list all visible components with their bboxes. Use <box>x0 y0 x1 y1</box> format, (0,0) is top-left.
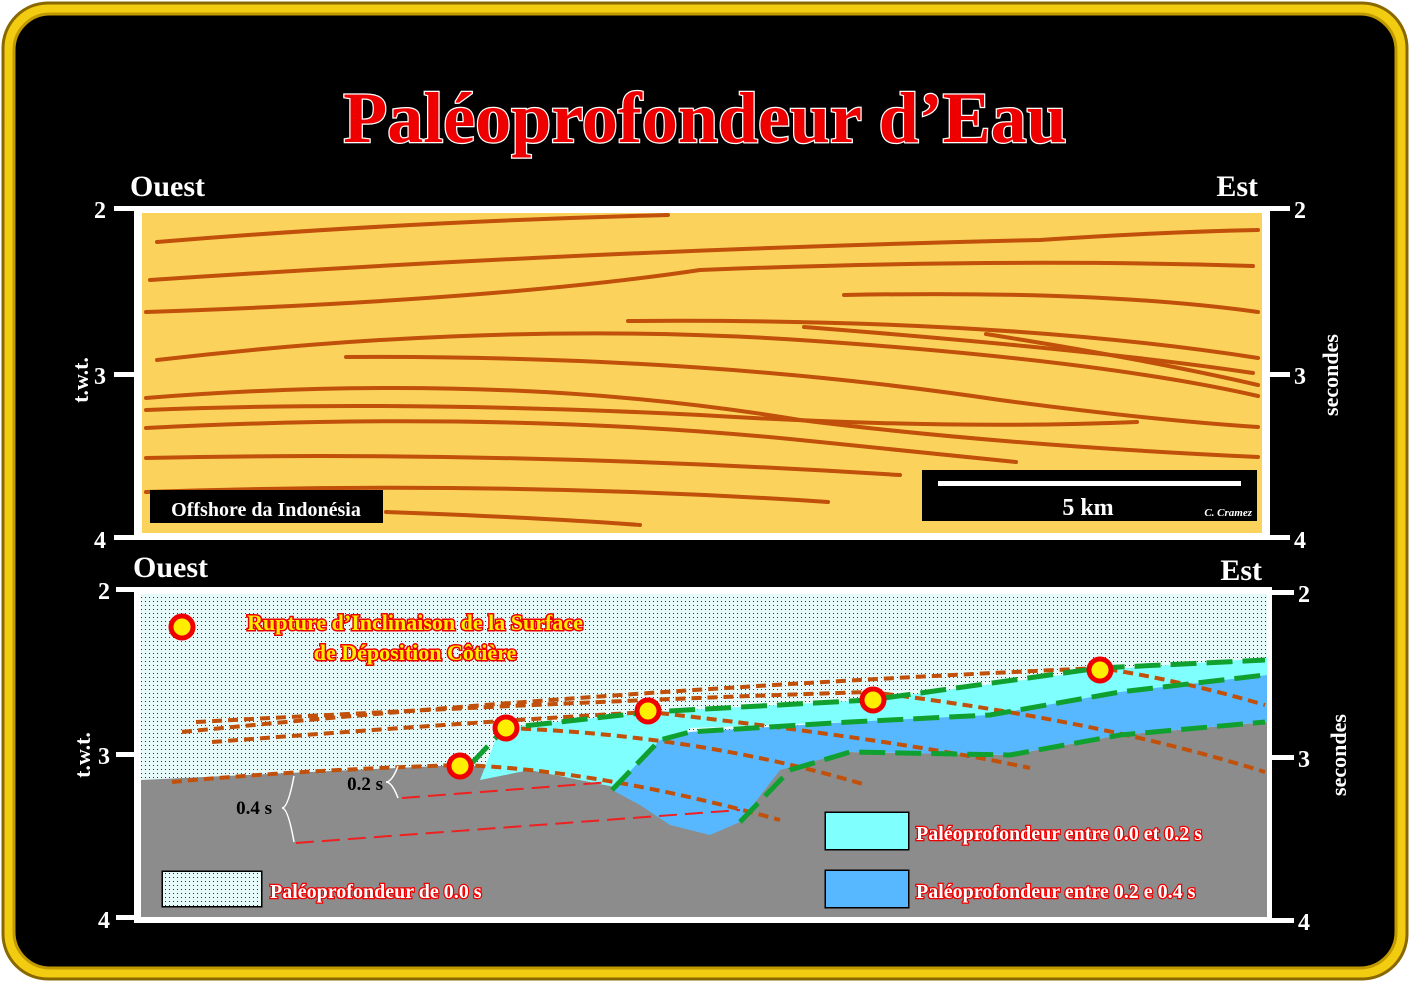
right-axis-title: secondes <box>1326 714 1351 796</box>
left-axis-title: t.w.t. <box>68 357 93 403</box>
interval-large-label: 0.4 s <box>236 798 272 819</box>
shelf-break-marker <box>492 714 520 742</box>
seismic-section: Ouest Est Offshore da Indonésia 5 km C. … <box>68 170 1343 554</box>
tick-right-3: 3 <box>1298 747 1310 773</box>
tick-left-4: 4 <box>98 908 110 934</box>
legend-1-label: Paléoprofondeur entre 0.0 et 0.2 s <box>916 823 1202 845</box>
credit: C. Cramez <box>1204 507 1252 519</box>
legend-break-marker <box>168 613 196 641</box>
west-label: Ouest <box>133 551 208 584</box>
interpretation-section: Ouest Est 0.2 s 0.4 s <box>70 551 1351 936</box>
west-label: Ouest <box>130 170 205 203</box>
location-box <box>150 490 383 523</box>
shelf-break-marker <box>859 686 887 714</box>
shelf-break-marker <box>1086 656 1114 684</box>
legend-swatch-2 <box>824 869 910 909</box>
scale-label: 5 km <box>1062 495 1113 521</box>
location-label: Offshore da Indonésia <box>171 499 361 521</box>
tick-left-4: 4 <box>94 528 106 554</box>
scale-bar <box>938 481 1241 486</box>
page-title: Paléoprofondeur d’Eau <box>343 78 1066 158</box>
tick-left-3: 3 <box>94 364 106 390</box>
left-axis-title: t.w.t. <box>70 732 95 778</box>
legend-swatch-0 <box>161 870 263 908</box>
legend-break-line1: Rupture d’Inclinaison de la Surface <box>247 610 583 635</box>
east-label: Est <box>1220 554 1262 587</box>
tick-left-2: 2 <box>94 198 106 224</box>
tick-left-2: 2 <box>98 579 110 605</box>
tick-right-2: 2 <box>1294 198 1306 224</box>
tick-right-4: 4 <box>1294 528 1306 554</box>
right-axis-title: secondes <box>1318 334 1343 416</box>
tick-right-3: 3 <box>1294 364 1306 390</box>
shelf-break-marker <box>446 752 474 780</box>
legend-break-line2: de Déposition Côtière <box>314 640 517 665</box>
interval-small-label: 0.2 s <box>347 774 383 795</box>
tick-right-2: 2 <box>1298 582 1310 608</box>
scale-box <box>922 470 1257 521</box>
tick-right-4: 4 <box>1298 910 1310 936</box>
legend-swatch-1 <box>824 811 910 851</box>
tick-left-3: 3 <box>98 744 110 770</box>
legend-2-label: Paléoprofondeur entre 0.2 e 0.4 s <box>916 881 1196 903</box>
legend-0-label: Paléoprofondeur de 0.0 s <box>270 881 482 903</box>
shelf-break-marker <box>634 697 662 725</box>
east-label: Est <box>1216 170 1258 203</box>
